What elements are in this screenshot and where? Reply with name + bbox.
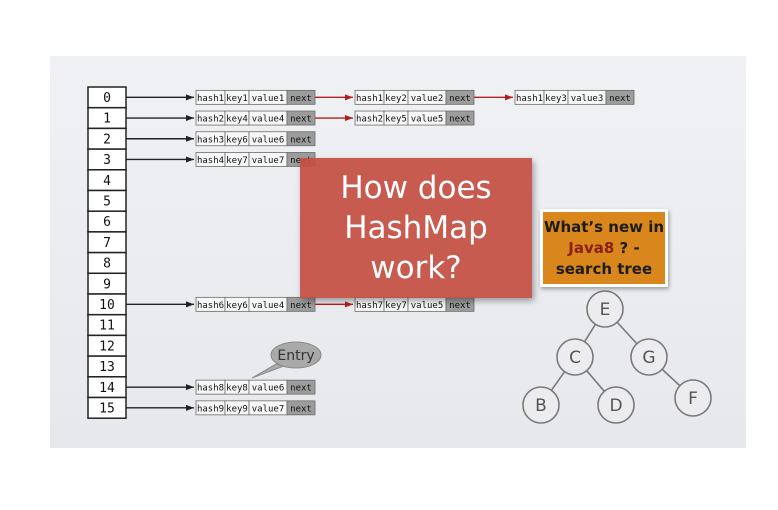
- tree-node: [674, 379, 712, 417]
- tree-edge: [550, 371, 566, 391]
- bucket-index: 8: [103, 257, 111, 272]
- java8-note: What’s new in Java8 ? - search tree: [540, 209, 668, 287]
- bucket-index: 3: [103, 153, 111, 168]
- entry-field-label: value4: [252, 115, 285, 125]
- tree-node-label: D: [609, 396, 622, 416]
- entry-field-label: hash9: [197, 404, 224, 414]
- tree-node: [586, 290, 624, 328]
- entry-callout-label: Entry: [277, 348, 314, 364]
- search-tree: E C G B D F: [522, 290, 712, 424]
- tree-edge: [586, 370, 605, 392]
- entry-callout: Entry: [251, 341, 322, 379]
- entry-field-label: hash7: [356, 301, 383, 311]
- entry-field-label: hash3: [197, 135, 224, 145]
- entry-next-label: next: [290, 115, 312, 125]
- entry-field-label: key4: [226, 115, 248, 125]
- entry-field-label: key1: [226, 94, 248, 104]
- bucket-index: 4: [103, 174, 111, 189]
- entry-next-cell: [286, 110, 316, 126]
- entry-field-label: key3: [545, 94, 567, 104]
- java8-line1: What’s new in: [543, 217, 665, 236]
- entry-next-cell: [286, 89, 316, 105]
- entry-field-label: value7: [252, 404, 285, 414]
- tree-edge: [661, 368, 681, 387]
- entry-next-label: next: [290, 135, 312, 145]
- title-card: How does HashMap work?: [300, 158, 532, 298]
- entry-next-label: next: [290, 384, 312, 394]
- bucket-pointers: [126, 94, 513, 411]
- entry-next-label: next: [609, 94, 631, 104]
- slide-title: How does HashMap work?: [340, 170, 492, 286]
- bucket-index: 9: [103, 277, 111, 292]
- entry-next-cell: [286, 400, 316, 416]
- entry-field-label: hash1: [516, 94, 543, 104]
- entry-next-cell: [286, 379, 316, 395]
- java8-highlight: Java8: [568, 238, 615, 257]
- entry-field-label: key6: [226, 301, 248, 311]
- entry-field-label: key2: [385, 94, 407, 104]
- entry-next-label: next: [290, 94, 312, 104]
- java8-note-text: What’s new in Java8 ? - search tree: [544, 217, 664, 280]
- entry-next-label: next: [290, 404, 312, 414]
- entry-field-label: value6: [252, 384, 285, 394]
- bucket-index: 13: [99, 360, 115, 375]
- entry-field-label: key7: [226, 156, 248, 166]
- bucket-index: 15: [99, 402, 115, 417]
- entry-field-label: value5: [411, 301, 444, 311]
- java8-line3: search tree: [555, 259, 653, 278]
- entry-field-label: hash2: [197, 115, 224, 125]
- entry-next-cell: [445, 89, 475, 105]
- tree-node: [630, 338, 668, 376]
- entry-field-label: hash1: [197, 94, 224, 104]
- tree-node-label: C: [569, 348, 581, 368]
- bucket-index: 11: [99, 319, 115, 334]
- entry-next-label: next: [290, 301, 312, 311]
- tree-node-label: G: [642, 348, 655, 368]
- entry-field-label: key7: [385, 301, 407, 311]
- java8-line2-rest: ? -: [614, 238, 640, 257]
- entry-next-label: next: [449, 301, 471, 311]
- entry-next-cell: [286, 131, 316, 147]
- bucket-index: 12: [99, 339, 115, 354]
- entry-next-label: next: [449, 94, 471, 104]
- tree-node: [597, 386, 635, 424]
- tree-node-label: B: [535, 396, 547, 416]
- entry-field-label: hash4: [197, 156, 224, 166]
- tree-edge: [616, 321, 638, 345]
- entry-field-label: value5: [411, 115, 444, 125]
- bucket-index: 5: [103, 195, 111, 210]
- bucket-index: 0: [103, 91, 111, 106]
- entry-field-label: hash6: [197, 301, 224, 311]
- entry-field-label: value1: [252, 94, 285, 104]
- bucket-index: 6: [103, 215, 111, 230]
- entry-field-label: value4: [252, 301, 285, 311]
- bucket-index: 2: [103, 132, 111, 147]
- entry-next-cell: [445, 110, 475, 126]
- entry-field-label: value6: [252, 135, 285, 145]
- entry-field-label: key6: [226, 135, 248, 145]
- bucket-index: 14: [99, 381, 115, 396]
- tree-node-label: E: [600, 300, 611, 320]
- entry-field-label: hash2: [356, 115, 383, 125]
- entry-field-label: key9: [226, 404, 248, 414]
- bucket-index: 7: [103, 236, 111, 251]
- entry-next-label: next: [449, 115, 471, 125]
- entry-field-label: hash8: [197, 384, 224, 394]
- entry-field-label: key8: [226, 384, 248, 394]
- entry-field-label: value3: [571, 94, 604, 104]
- tree-node-label: F: [688, 389, 698, 409]
- tree-node: [556, 338, 594, 376]
- tree-edge: [583, 323, 597, 343]
- bucket-index: 1: [103, 112, 111, 127]
- entry-field-label: hash1: [356, 94, 383, 104]
- entry-field-label: value2: [411, 94, 444, 104]
- bucket-index: 10: [99, 298, 115, 313]
- entry-field-label: key5: [385, 115, 407, 125]
- entry-field-label: value7: [252, 156, 285, 166]
- entry-next-cell: [605, 89, 635, 105]
- tree-node: [522, 386, 560, 424]
